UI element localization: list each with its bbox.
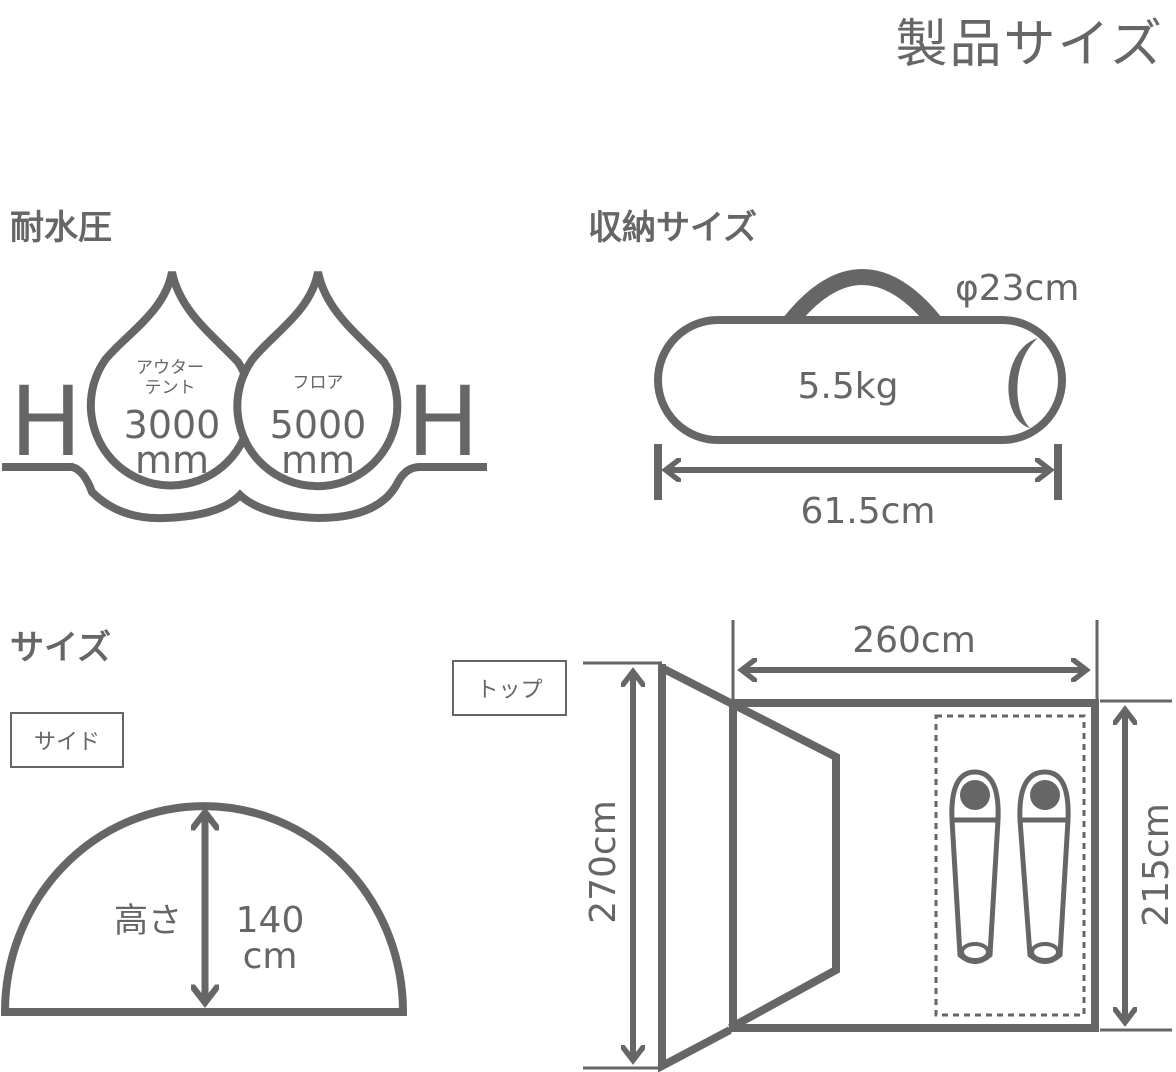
h-letter-right: H [407, 366, 479, 478]
bag-diameter: φ23cm [955, 268, 1079, 309]
bag-body [654, 316, 1066, 444]
outer-tent-unit: mm [135, 438, 209, 482]
bag-end-icon [1008, 338, 1038, 428]
bag-length: 61.5cm [800, 491, 935, 532]
inner-width: 260cm [852, 620, 976, 661]
side-view-diagram: 高さ 140 cm [0, 802, 408, 1016]
ground-line [2, 463, 487, 523]
storage-size-heading: 収納サイズ [588, 208, 757, 248]
floor-label: フロア [293, 373, 344, 393]
floor-value: 5000 [270, 403, 367, 447]
top-view-diagram: 260cm 215cm 270cm [583, 620, 1176, 1072]
outer-tent-label-1: アウター [136, 358, 204, 378]
sleeping-bag-icon [1017, 769, 1071, 964]
water-pressure-heading: 耐水圧 [10, 208, 112, 248]
height-unit: cm [243, 936, 298, 977]
bag-weight: 5.5kg [798, 366, 899, 407]
total-length: 270cm [583, 800, 624, 924]
height-value: 140 [236, 900, 305, 941]
size-heading: サイズ [10, 628, 111, 668]
side-view-label: サイド [10, 712, 124, 768]
water-drop-floor [233, 271, 402, 491]
sleeping-area [934, 714, 1086, 1017]
water-pressure-diagram: H H アウター テント 3000 mm フロア 5000 mm [2, 271, 487, 523]
floor-unit: mm [281, 438, 355, 482]
bag-handle [783, 269, 942, 328]
inner-tent [729, 699, 1099, 1032]
storage-bag-diagram: 5.5kg φ23cm 61.5cm [654, 268, 1079, 532]
vestibule-outline [658, 664, 840, 1072]
height-label: 高さ [114, 901, 182, 941]
sleeping-bag-icon [949, 769, 1001, 964]
water-drop-outer [86, 271, 255, 490]
outer-tent-label-2: テント [145, 378, 196, 398]
top-view-label: トップ [452, 660, 567, 716]
outer-tent-value: 3000 [124, 403, 221, 447]
page-title: 製品サイズ [895, 15, 1164, 75]
inner-length: 215cm [1136, 803, 1176, 927]
h-letter-left: H [10, 366, 82, 478]
tent-dome [0, 802, 408, 1016]
